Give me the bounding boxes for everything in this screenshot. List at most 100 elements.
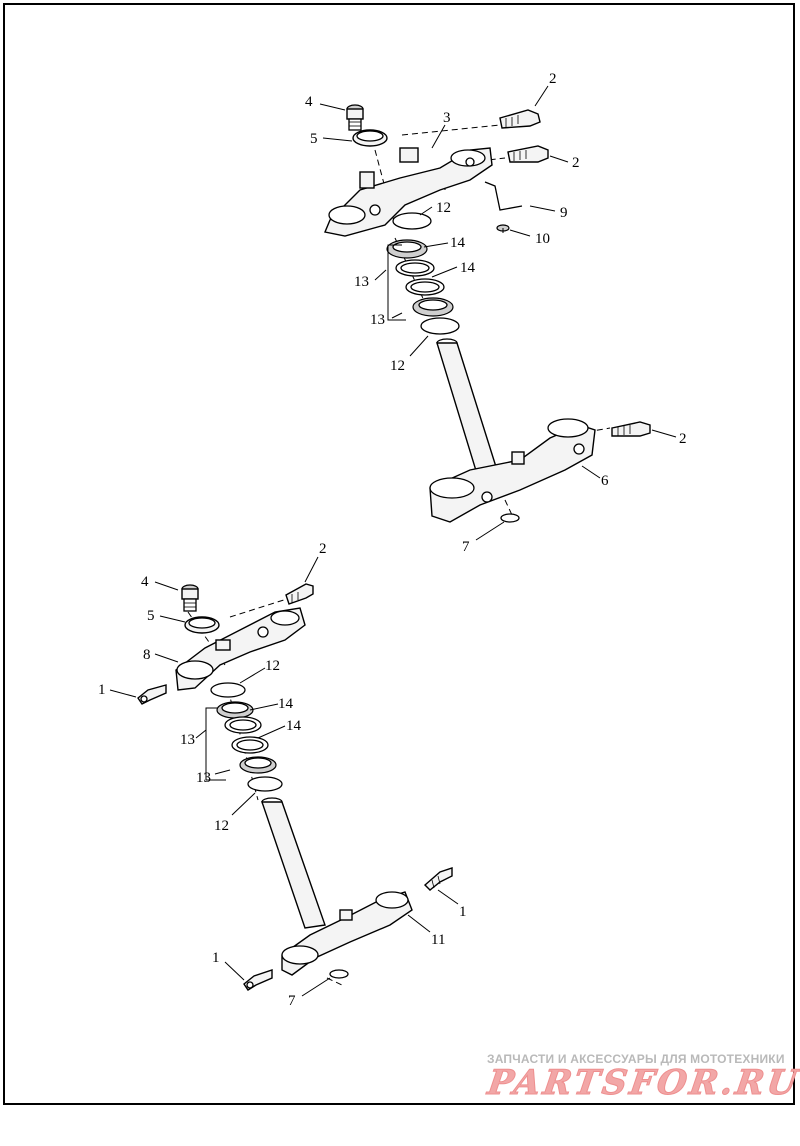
callout-2b: 2 <box>572 155 580 171</box>
bolt-2a <box>499 109 541 129</box>
leader-2a <box>534 85 549 107</box>
leader-4-lower <box>154 581 179 591</box>
bolt-2-lower <box>285 583 314 605</box>
bearing-13-lower-b <box>239 756 277 774</box>
upper-fork-bracket-3 <box>324 147 493 237</box>
bolt-1-right <box>423 867 453 891</box>
washer-5 <box>352 129 388 147</box>
callout-1-left: 1 <box>212 950 220 966</box>
bearing-14-lower-a <box>216 701 254 719</box>
callout-14-upper-a: 14 <box>450 235 466 251</box>
upper-fork-bracket-8 <box>175 607 306 691</box>
leader-5-upper <box>322 137 353 142</box>
cap-screw-4-lower <box>181 584 199 612</box>
callout-8: 8 <box>143 647 151 663</box>
callout-12-upper-a: 12 <box>436 200 451 216</box>
bracket-13-lower <box>205 707 226 781</box>
callouts-lower: 2 4 5 8 1 12 14 13 14 13 12 1 11 1 7 <box>98 541 467 1009</box>
callout-14-lower-a: 14 <box>278 696 294 712</box>
callout-2c: 2 <box>679 431 687 447</box>
upper-nut-alignment-line <box>504 499 513 516</box>
leader-13a <box>374 269 387 281</box>
race-14-lower <box>405 278 445 296</box>
leader-14a <box>423 242 449 248</box>
callout-6: 6 <box>601 473 609 489</box>
leader-12a <box>419 206 433 216</box>
leader-7-upper <box>475 521 505 541</box>
bracket-13-upper <box>387 244 406 321</box>
leader-12b <box>409 335 429 357</box>
callout-12-upper-b: 12 <box>390 358 405 374</box>
leader-1-right <box>437 889 459 905</box>
seal-12-lower <box>420 317 460 335</box>
lower-bolt-alignment-line <box>229 597 291 618</box>
nut-7-upper <box>500 513 520 523</box>
lower-fork-bracket-6 <box>429 418 596 523</box>
leader-13-lower-b <box>214 769 231 775</box>
callout-3: 3 <box>443 110 451 126</box>
callout-5-lower: 5 <box>147 608 155 624</box>
leader-2c <box>651 429 677 438</box>
lower-nut-alignment-line <box>326 977 343 986</box>
leader-13-lower-a <box>195 729 207 739</box>
lower-assembly <box>109 556 459 997</box>
leader-12-lower-b <box>231 792 256 816</box>
washer-5-lower <box>184 616 220 634</box>
leader-10 <box>509 229 531 237</box>
race-14-upper <box>395 259 435 277</box>
bearing-14-upper <box>386 239 428 259</box>
lower-fork-bracket-11 <box>281 891 413 976</box>
leader-9 <box>529 205 556 212</box>
callouts-upper: 4 5 3 2 2 9 10 12 14 13 14 13 12 2 6 7 <box>305 71 687 555</box>
steering-stem-lower <box>261 797 326 929</box>
callout-14-upper-b: 14 <box>460 260 476 276</box>
callout-4-lower: 4 <box>141 574 149 590</box>
leader-3 <box>431 124 446 149</box>
seal-12-lower-lower <box>247 776 283 792</box>
bearing-13-lower <box>412 297 454 317</box>
diagram-frame <box>3 3 795 1105</box>
leader-2b <box>549 155 569 163</box>
bolt-1-upper <box>137 684 167 705</box>
bolt-2c <box>611 421 651 437</box>
seal-12-lower-upper <box>210 682 246 698</box>
callout-13-lower-a: 13 <box>180 732 195 748</box>
leader-6 <box>581 465 601 479</box>
nut-7-lower <box>329 969 349 979</box>
callout-10: 10 <box>535 231 550 247</box>
leader-4-upper <box>319 103 346 111</box>
race-14-lower-b <box>231 736 269 754</box>
callout-7-upper: 7 <box>462 539 470 555</box>
callout-12-lower-a: 12 <box>265 658 280 674</box>
callout-5-upper: 5 <box>310 131 318 147</box>
leader-1-left <box>224 961 245 981</box>
callout-1-right: 1 <box>459 904 467 920</box>
leader-14b <box>431 266 458 278</box>
leader-14-lower-a <box>249 703 279 711</box>
bolt-1-left <box>243 969 273 991</box>
leader-1-upper <box>109 689 137 698</box>
upper-bolt-alignment-line <box>401 124 501 136</box>
callout-13-lower-b: 13 <box>196 770 211 786</box>
watermark-logo: PARTSFOR.RU <box>485 1063 800 1104</box>
race-14-lower-a <box>224 716 262 734</box>
callout-9: 9 <box>560 205 568 221</box>
callout-13-upper-b: 13 <box>370 312 385 328</box>
leader-2-lower <box>304 556 319 583</box>
seal-12-upper <box>392 212 432 230</box>
leader-8 <box>154 653 179 663</box>
leader-11 <box>407 914 431 933</box>
steering-stem-upper <box>436 338 498 475</box>
leader-12-lower-a <box>239 667 266 684</box>
leader-7-lower <box>301 977 331 997</box>
leader-13b <box>391 312 403 319</box>
bolt-2b <box>507 145 549 163</box>
leader-14-lower-b <box>257 725 286 739</box>
callout-1-upper: 1 <box>98 682 106 698</box>
leader-5-lower <box>159 615 186 623</box>
callout-13-upper-a: 13 <box>354 274 369 290</box>
callout-7-lower: 7 <box>288 993 296 1009</box>
callout-2-lower: 2 <box>319 541 327 557</box>
callout-4-upper: 4 <box>305 94 313 110</box>
